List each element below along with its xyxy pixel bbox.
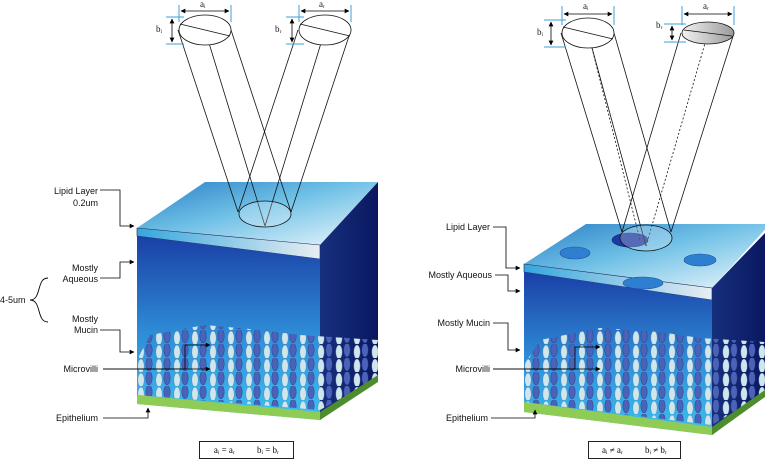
left-lipid-label: Lipid Layer — [53, 186, 98, 196]
right-microvilli — [524, 328, 765, 425]
right-ar-label: aᵣ — [703, 1, 710, 11]
right-equation-box: aᵢ ≠ aᵣ bᵢ ≠ bᵣ — [588, 441, 681, 459]
left-tear-film-block — [136, 182, 378, 420]
right-epithelium-side — [712, 390, 765, 435]
left-lipid-thickness-label: 0.2um — [72, 198, 98, 208]
right-microvilli-label: Microvilli — [455, 364, 491, 374]
breakup-spot — [611, 232, 649, 248]
left-equation-a: aᵢ = aᵣ — [213, 445, 235, 455]
breakup-spot — [559, 246, 591, 260]
right-equation-a: aᵢ ≠ aᵣ — [602, 445, 623, 455]
left-dimensions — [166, 5, 352, 45]
left-equation-box: aᵢ = aᵣ bᵢ = bᵣ — [199, 441, 294, 459]
right-br-label: bᵣ — [656, 20, 663, 30]
left-panel — [29, 5, 378, 420]
right-epithelium-label: Epithelium — [445, 413, 488, 423]
left-pointers — [29, 189, 211, 419]
right-mucin-label: Mostly Mucin — [437, 318, 490, 328]
breakup-spot — [683, 253, 717, 267]
left-epithelium-front — [137, 395, 320, 420]
right-lipid-label: Lipid Layer — [445, 222, 490, 232]
right-bi-label: bᵢ — [537, 27, 543, 37]
right-epithelium-front — [524, 402, 712, 435]
left-microvilli — [137, 325, 378, 410]
left-aqueous-label: Mostly Aqueous — [62, 263, 98, 284]
right-dimensions — [544, 6, 735, 48]
left-ar-label: aᵣ — [319, 0, 326, 9]
right-surface-spot — [619, 224, 673, 252]
right-ai-label: aᵢ — [583, 1, 589, 11]
right-tear-film-block — [523, 224, 765, 435]
left-epithelium-label: Epithelium — [55, 413, 98, 423]
breakup-spot — [622, 276, 664, 290]
left-top-face — [137, 182, 378, 245]
left-br-label: bᵣ — [275, 24, 282, 34]
film-thickness-label: 4-5um — [0, 295, 26, 305]
right-aqueous-label: Mostly Aqueous — [428, 270, 492, 280]
right-top-face — [524, 224, 765, 288]
left-surface-spot — [238, 200, 292, 228]
left-epithelium-side — [320, 375, 378, 420]
left-mucin-label: Mostly Mucin — [71, 314, 98, 335]
right-light-beams — [560, 17, 735, 252]
left-ai-label: aᵢ — [200, 0, 206, 9]
right-pointers — [491, 226, 601, 419]
left-equation-b: bᵢ = bᵣ — [256, 445, 280, 455]
right-panel — [491, 6, 765, 435]
left-light-beams — [177, 14, 352, 228]
right-equation-b: bᵢ ≠ bᵣ — [644, 445, 667, 455]
left-bi-label: bᵢ — [156, 24, 162, 34]
left-microvilli-label: Microvilli — [63, 364, 99, 374]
